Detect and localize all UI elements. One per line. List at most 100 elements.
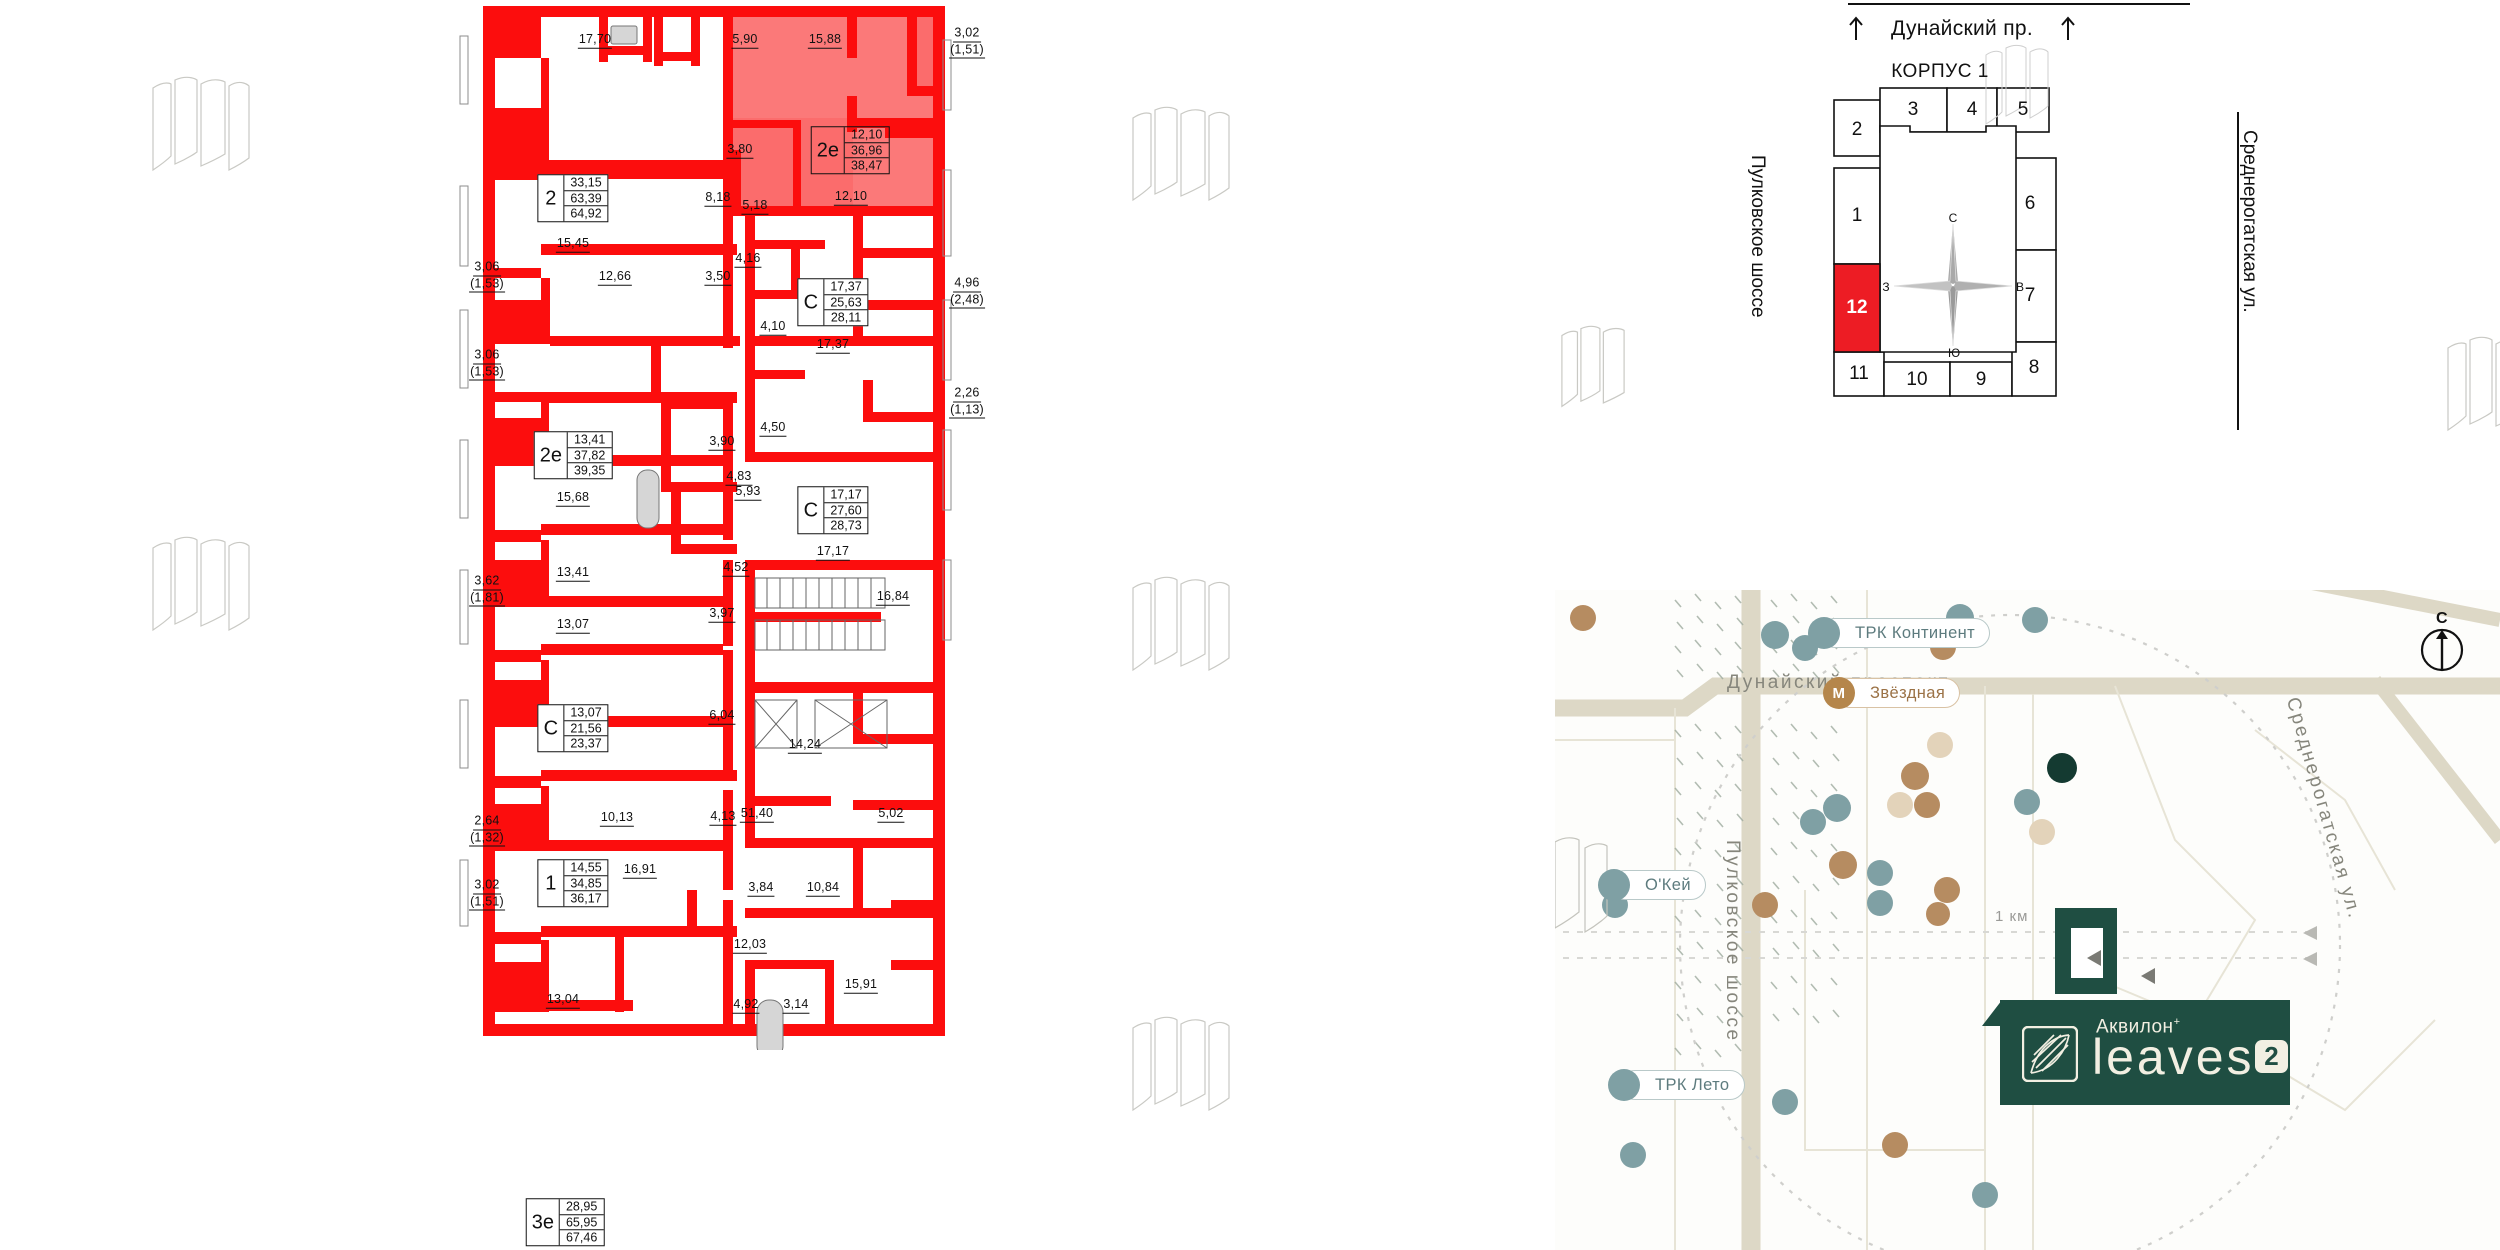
room-label: 3,84 [747,880,775,897]
apartment-total-area: 23,37 [570,736,602,751]
room-label: 17,37 [815,337,851,354]
room-label: 17,70 [577,32,613,49]
apartment-type: 1 [538,860,565,906]
logo-brand-text: Аквилон [2096,1016,2174,1038]
apartment-type: C [798,487,825,533]
apartment-area: 21,56 [564,721,608,737]
apartment-type: 3е [527,1199,560,1245]
room-label: 16,91 [622,862,658,879]
room-label: 3,06(1,53) [469,348,505,381]
apartment-type: 2е [812,127,845,173]
apartment-area: 27,60 [824,503,868,519]
map-green-zone [1674,593,1840,1058]
building-section-4[interactable]: 4 [1966,99,1978,120]
poi-label: О'Кей [1645,875,1691,894]
room-label: 3,06(1,53) [469,260,505,293]
apartment-stats-2e[interactable]: 2е 13,41 37,82 39,35 [533,431,613,479]
watermark-leaf-1 [145,70,255,180]
korpus-label: КОРПУС 1 [1891,61,1989,82]
apartment-total-area: 28,73 [830,518,862,533]
room-label: 5,02 [877,806,905,823]
compass-south-label: Ю [1947,346,1961,360]
compass-north-label: С [1948,211,1958,225]
apartment-area: 25,63 [824,295,868,311]
room-label: 4,92 [732,997,760,1014]
room-label: 3,80 [726,142,754,159]
floor-plan-drawing [459,6,952,1050]
room-label: 4,96(2,48) [949,276,985,309]
building-section-2[interactable]: 2 [1851,119,1863,140]
apartment-type: C [798,279,825,325]
room-label: 15,88 [807,32,843,49]
apartment-total-area: 64,92 [570,206,602,221]
watermark-leaf-3 [1125,100,1235,210]
map-drawing [1555,590,2500,1250]
building-section-9[interactable]: 9 [1975,369,1987,390]
building-section-6[interactable]: 6 [2024,193,2036,214]
apartment-stats-c-right-1[interactable]: C 17,37 25,63 28,11 [797,278,869,326]
apartment-stats-c-left-1[interactable]: C 13,07 21,56 23,37 [537,704,609,752]
room-label: 3,14 [782,997,810,1014]
building-section-7[interactable]: 7 [2024,285,2036,306]
apartment-living-area: 28,95 [559,1199,604,1215]
building-section-11[interactable]: 11 [1849,363,1869,384]
poi-trk-kontinent[interactable]: ТРК Континент [1808,617,1991,649]
project-logo: Аквилон+ leaves 2 [2000,1000,2290,1105]
room-label: 6,04 [708,708,736,725]
building-site-diagram: Дунайский пр. КОРПУС 1 2 3 4 5 1 6 12 7 … [1747,0,2330,540]
logo-product: leaves [2092,1029,2255,1085]
leaf-logo-icon [2022,1026,2078,1082]
apartment-living-area: 17,17 [824,487,868,503]
apartment-stats-2[interactable]: 2 33,15 63,39 64,92 [537,174,609,222]
room-label: 4,10 [759,319,787,336]
apartment-stats-1[interactable]: 1 14,55 34,85 36,17 [537,859,609,907]
map-scale-line [1555,931,2315,959]
building-section-5[interactable]: 5 [2017,99,2029,120]
room-label: 3,02(1,51) [469,878,505,911]
map-roads [1555,590,2500,1250]
room-label: 13,07 [555,617,591,634]
apartment-living-area: 33,15 [564,175,608,191]
apartment-total-area: 38,47 [850,158,883,173]
poi-metro-zvezdnaya[interactable]: М Звёздная [1823,677,1961,709]
room-label: 5,93 [734,484,762,501]
map-north-label: С [2436,610,2448,627]
building-section-12[interactable]: 12 [1846,297,1868,318]
apartment-total-area: 67,46 [565,1230,598,1245]
room-label: 12,03 [732,937,768,954]
logo-plate [2000,1000,2290,1105]
room-label: 5,90 [731,32,759,49]
building-section-highlighted[interactable] [1833,263,1881,353]
street-label-right: Среднерогатская ул. [2239,130,2260,313]
poi-dot-icon [1598,869,1630,901]
room-label: 3,97 [708,606,736,623]
poi-label: ТРК Лето [1655,1075,1730,1094]
logo-brand-superscript: + [2173,1016,2181,1028]
poi-okey[interactable]: О'Кей [1598,869,1706,901]
building-sections[interactable] [1833,87,2057,397]
map-street-pulkovskoe: Пулковское шоссе [1722,840,1743,1043]
compass-west-label: З [1882,280,1890,294]
room-label: 15,68 [555,490,591,507]
room-label: 4,50 [759,420,787,437]
room-label: 3,02(1,51) [949,26,985,59]
street-label-left: Пулковское шоссе [1747,155,1768,318]
building-section-1[interactable]: 1 [1851,205,1863,226]
watermark-leaf-7 [2440,330,2500,440]
apartment-area: 36,96 [844,143,889,159]
building-section-8[interactable]: 8 [2028,357,2040,378]
poi-dot-icon [1808,617,1840,649]
poi-trk-leto[interactable]: ТРК Лето [1608,1069,1745,1101]
apartment-stats-c-right-2[interactable]: C 17,17 27,60 28,73 [797,486,869,534]
building-section-10[interactable]: 10 [1906,369,1928,390]
apartment-stats-selected-2e[interactable]: 2е 12,10 36,96 38,47 [810,126,890,174]
building-section-3[interactable]: 3 [1907,99,1919,120]
room-label: 16,84 [875,589,911,606]
location-map[interactable]: Дунайский проспект Среднерогатская ул. П… [1555,590,2500,1250]
apartment-type: 2е [535,432,568,478]
room-label: 15,45 [555,236,591,253]
apartment-stats-3e[interactable]: 3е 28,95 65,95 67,46 [525,1198,605,1246]
floor-plan-highlighted-apartment[interactable] [723,6,945,216]
metro-icon: М [1823,677,1855,709]
room-label: 2,64(1,32) [469,814,505,847]
